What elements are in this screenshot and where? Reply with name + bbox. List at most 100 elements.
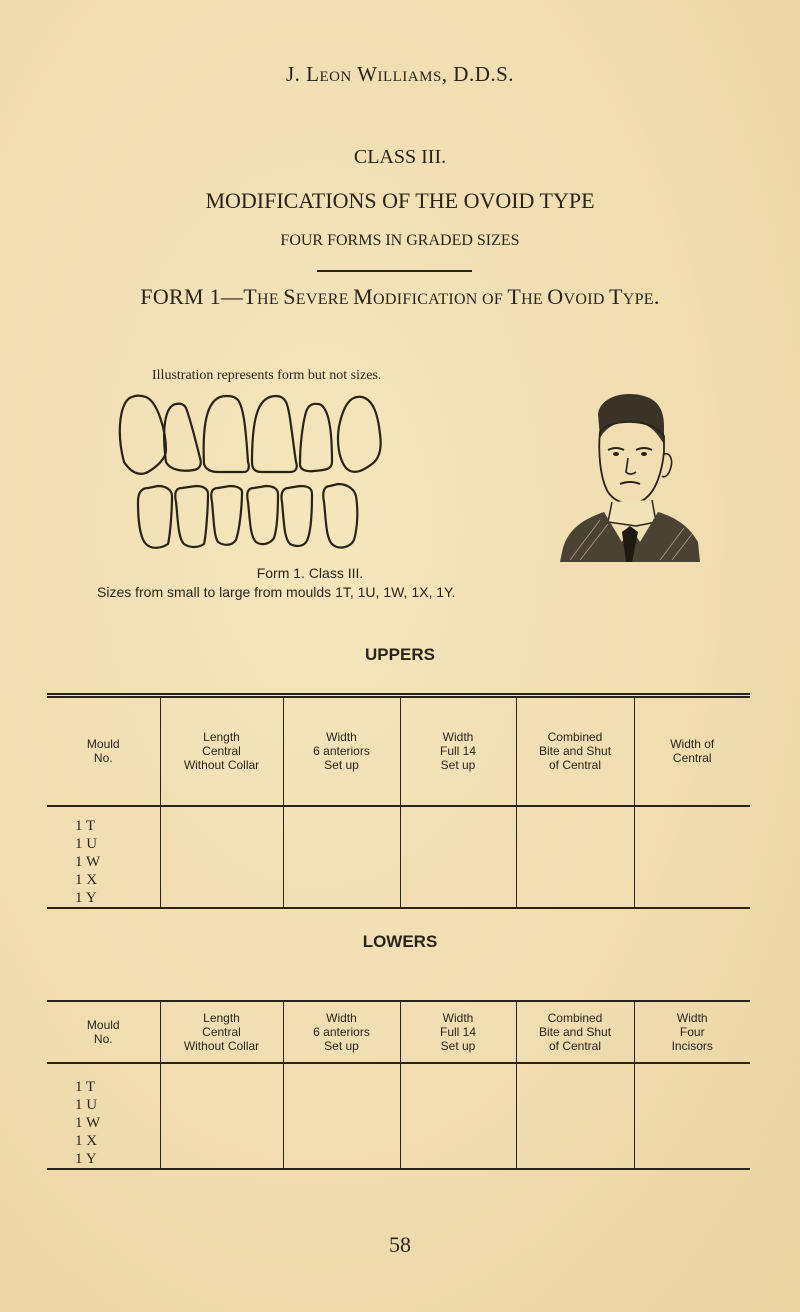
divider-rule (317, 270, 472, 272)
header-line: Full 14 (439, 744, 477, 759)
header-line: Central (202, 1025, 241, 1039)
header-line: Central (202, 744, 241, 759)
form-title-part: T (609, 284, 623, 309)
running-head-part: , D.D.S. (441, 62, 515, 86)
header-line: Width of (670, 737, 715, 752)
mould-list: 1 T 1 U 1 W 1 X 1 Y (47, 805, 161, 908)
empty-cell (283, 805, 401, 908)
header-line: Without Collar (183, 758, 260, 773)
header-line: Central (672, 751, 712, 766)
mould-item: 1 W (75, 1115, 101, 1131)
form-title-part: T (507, 284, 522, 309)
header-line: Width (676, 1011, 708, 1025)
header-line: Incisors (671, 1039, 713, 1053)
header-line: Width (442, 1011, 474, 1025)
header-line: 6 anteriors (313, 1025, 370, 1039)
illustration-note: Illustration represents form but not siz… (152, 368, 382, 383)
mould-item: 1 W (75, 853, 101, 870)
header-line: Set up (440, 758, 476, 773)
lowers-title: LOWERS (362, 932, 438, 951)
form-title-part: O (547, 284, 564, 309)
running-head-part: EON (319, 69, 352, 85)
page-number: 58 (389, 1232, 411, 1257)
form-title-part: EVERE (295, 291, 354, 308)
mould-item: 1 X (75, 871, 98, 888)
mould-item: 1 U (75, 1097, 98, 1113)
header-line: Width (326, 730, 357, 745)
empty-cell (516, 1063, 635, 1169)
header-line: No. (93, 751, 113, 766)
uppers-title: UPPERS (365, 645, 435, 664)
header-line: Width (326, 1011, 357, 1025)
empty-cell (516, 805, 635, 908)
running-head-part: ILLIAMS (377, 69, 442, 85)
form-title-part: HE (257, 291, 284, 308)
header-line: Mould (86, 737, 120, 752)
form-title-part: S (283, 284, 296, 309)
header-line: Set up (324, 758, 359, 773)
header-line: Set up (324, 1039, 359, 1053)
empty-cell (400, 1063, 517, 1169)
header-line: of Central (548, 1039, 602, 1053)
header-line: Full 14 (439, 1025, 477, 1039)
class-title: CLASS III. (353, 146, 447, 168)
header-line: Bite and Shut (538, 744, 612, 759)
subtitle: FOUR FORMS IN GRADED SIZES (280, 232, 520, 249)
mould-item: 1 T (75, 817, 96, 834)
header-line: of Central (548, 758, 602, 773)
mould-item: 1 T (75, 1079, 96, 1095)
form-title-part: M (353, 284, 374, 309)
header-line: Length (203, 1011, 240, 1025)
mould-item: 1 Y (75, 1151, 97, 1167)
header-line: Length (203, 730, 240, 745)
header-line: Combined (547, 730, 603, 745)
header-line: Width (442, 730, 474, 745)
mould-item: 1 U (75, 835, 98, 852)
form-title-part: VOID (563, 291, 609, 308)
empty-cell (283, 1063, 401, 1169)
form-title-part: FORM 1— (140, 284, 244, 309)
mould-item: 1 Y (75, 889, 97, 906)
running-head: J. LEON WILLIAMS, D.D.S. (0, 62, 800, 87)
header-line: No. (93, 1032, 113, 1046)
form-title-part: T (243, 284, 258, 309)
figure-caption-title: Form 1. Class III. (256, 565, 364, 581)
empty-cell (634, 1063, 750, 1169)
form-title-part: ODIFICATION OF (373, 291, 508, 308)
mould-list: 1 T 1 U 1 W 1 X 1 Y (47, 1063, 161, 1169)
table-row: 1 T 1 U 1 W 1 X 1 Y (47, 1063, 750, 1169)
form-title-part: YPE (622, 291, 654, 308)
modifications-title: MODIFICATIONS OF THE OVOID TYPE (205, 188, 595, 213)
empty-cell (160, 1063, 284, 1169)
figure-caption-sizes: Sizes from small to large from moulds 1T… (97, 584, 456, 600)
header-line: Bite and Shut (538, 1025, 612, 1039)
table-row: 1 T 1 U 1 W 1 X 1 Y (47, 805, 750, 908)
header-line: Without Collar (183, 1039, 260, 1053)
header-line: Set up (440, 1039, 476, 1053)
form-title-part: . (653, 284, 660, 309)
header-line: Four (679, 1025, 705, 1039)
running-head-part: W (351, 62, 378, 86)
header-line: Mould (86, 1018, 120, 1032)
form-title: FORM 1—THE SEVERE MODIFICATION OF THE OV… (0, 284, 800, 310)
mould-item: 1 X (75, 1133, 98, 1149)
teeth-outline-icon (118, 392, 418, 556)
empty-cell (634, 806, 750, 908)
running-head-part: J. L (285, 62, 320, 86)
